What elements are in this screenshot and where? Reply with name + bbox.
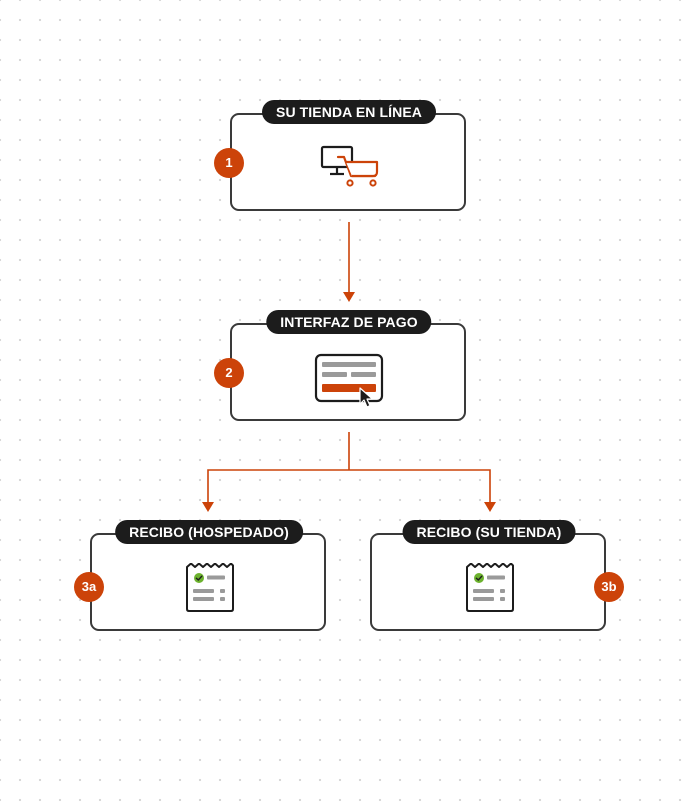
arrowhead-to-3a: [202, 502, 214, 512]
payment-form-icon: [314, 353, 384, 408]
node-title-receipt-store: RECIBO (SU TIENDA): [402, 520, 576, 544]
arrowhead-to-3b: [484, 502, 496, 512]
node-online-store: [230, 113, 466, 211]
node-receipt-store: [370, 533, 606, 631]
node-receipt-hosted: [90, 533, 326, 631]
receipt-icon: [186, 563, 234, 612]
arrowhead-to-2: [343, 292, 355, 302]
node-payment-interface: [230, 323, 466, 421]
monitor-cart-icon: [320, 145, 379, 187]
step-badge-3a: 3a: [74, 572, 104, 602]
node-title-payment-interface: INTERFAZ DE PAGO: [266, 310, 432, 334]
step-badge-2: 2: [214, 358, 244, 388]
node-title-receipt-hosted: RECIBO (HOSPEDADO): [115, 520, 303, 544]
receipt-icon: [466, 563, 514, 612]
step-badge-1: 1: [214, 148, 244, 178]
connector-2-split: [207, 432, 491, 503]
step-badge-3b: 3b: [594, 572, 624, 602]
node-title-online-store: SU TIENDA EN LÍNEA: [262, 100, 436, 124]
